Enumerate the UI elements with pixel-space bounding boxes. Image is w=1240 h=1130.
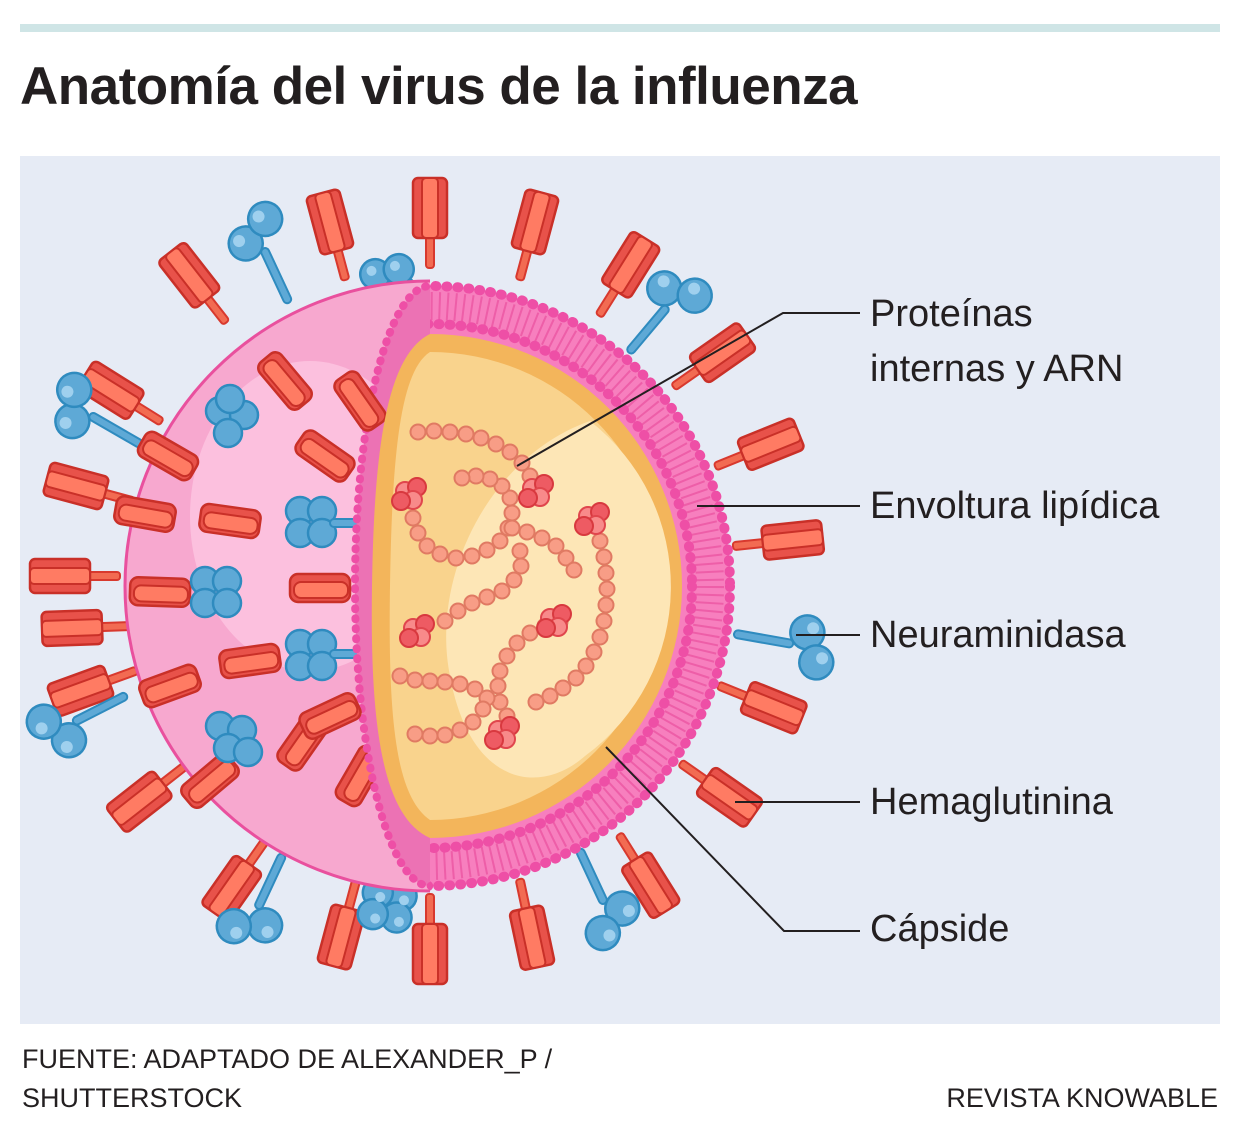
label-neuraminidase: Neuraminidasa bbox=[870, 614, 1126, 656]
publisher-credit: REVISTA KNOWABLE bbox=[946, 1083, 1218, 1113]
label-capsid: Cápside bbox=[870, 908, 1010, 950]
diagram-panel: Proteínas internas y ARN Envoltura lipíd… bbox=[20, 156, 1220, 1024]
label-hemagglutinin: Hemaglutinina bbox=[870, 781, 1113, 823]
label-lipid-envelope: Envoltura lipídica bbox=[870, 485, 1160, 527]
page-title: Anatomía del virus de la influenza bbox=[20, 57, 858, 116]
source-line-1: FUENTE: ADAPTADO DE ALEXANDER_P / bbox=[22, 1044, 553, 1074]
label-line: Proteínas bbox=[870, 293, 1033, 335]
label-line: internas y ARN bbox=[870, 348, 1124, 391]
capsid bbox=[371, 334, 682, 838]
source-credit: FUENTE: ADAPTADO DE ALEXANDER_P / SHUTTE… bbox=[22, 1040, 552, 1118]
top-rule bbox=[20, 24, 1220, 32]
leader-lines bbox=[516, 312, 860, 932]
influenza-virus-illustration bbox=[20, 176, 860, 986]
source-line-2: SHUTTERSTOCK bbox=[22, 1083, 243, 1113]
label-internal-proteins-rna: Proteínas internas y ARN bbox=[870, 287, 1123, 397]
